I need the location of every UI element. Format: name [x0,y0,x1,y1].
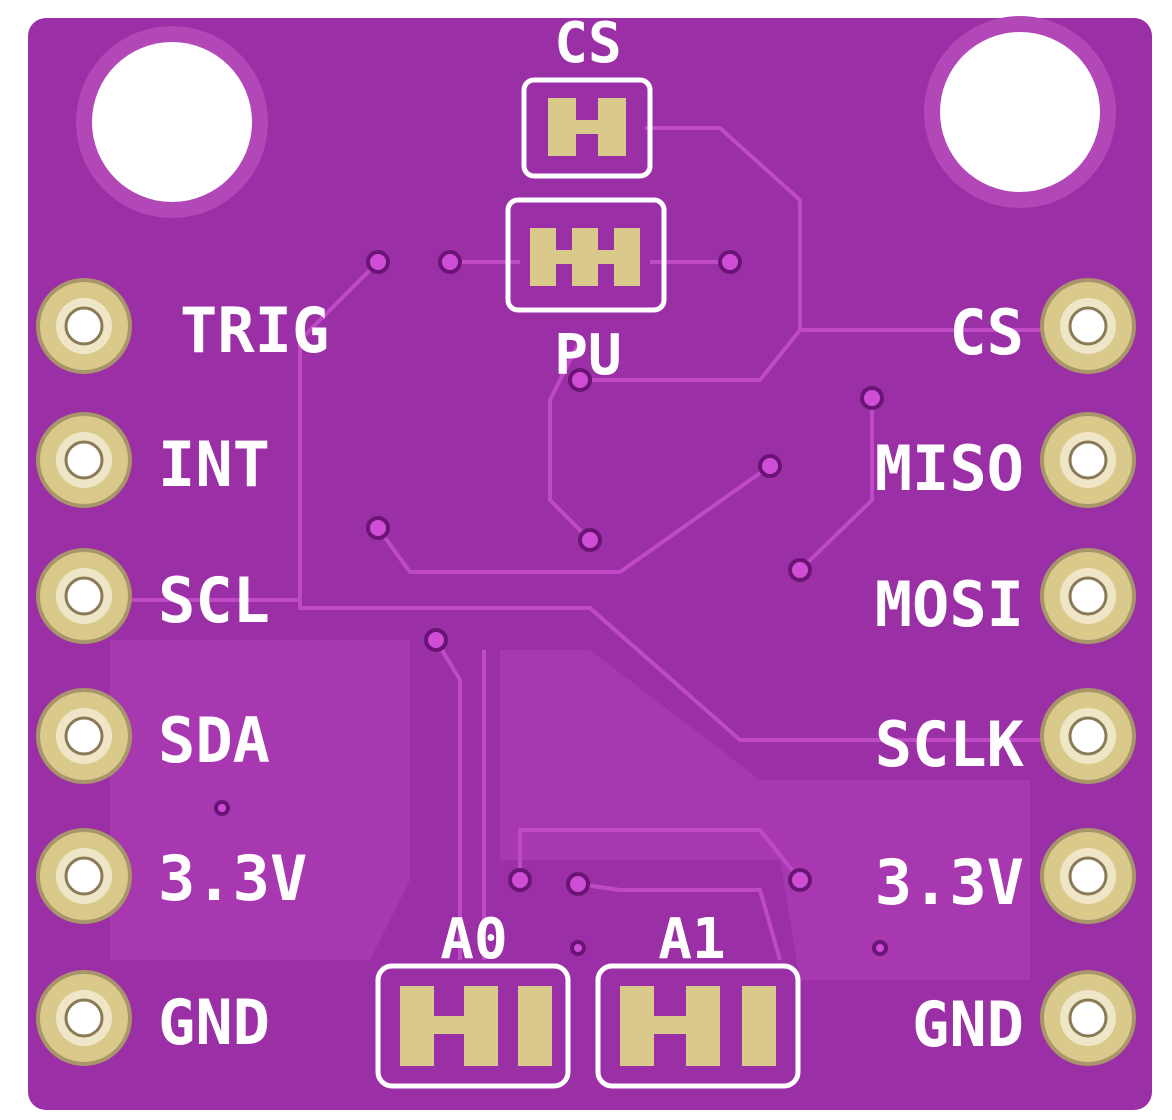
pin-label-3v3-left: 3.3V [158,842,307,915]
pin-label-int: INT [158,428,270,501]
right-pad-gnd[interactable] [1040,970,1136,1066]
cs-jumper[interactable] [521,77,653,179]
left-pad-int[interactable] [36,412,132,508]
pin-label-3v3-right: 3.3V [875,846,1024,919]
left-pad-33v[interactable] [36,828,132,924]
right-pad-mosi[interactable] [1040,548,1136,644]
right-header-pads [1040,278,1136,1066]
pin-label-cs: CS [949,296,1024,369]
left-pad-sda[interactable] [36,688,132,784]
right-pad-33v[interactable] [1040,828,1136,924]
pin-label-scl: SCL [158,564,270,637]
pin-label-sda: SDA [158,704,270,777]
a1-jumper[interactable] [595,963,801,1089]
pin-label-miso: MISO [875,432,1024,505]
pu-jumper[interactable] [505,197,667,313]
mounting-hole-left-inner [92,42,252,202]
jumper-label-a1: A1 [658,907,725,972]
mounting-hole-right-inner [940,32,1100,192]
vias [214,250,888,956]
jumper-label-a0: A0 [440,907,507,972]
copper-traces [130,126,1048,961]
jumper-label-cs: CS [554,11,621,76]
left-pad-scl[interactable] [36,548,132,644]
right-pad-sclk[interactable] [1040,688,1136,784]
right-pad-cs[interactable] [1040,278,1136,374]
right-pad-miso[interactable] [1040,412,1136,508]
a0-jumper[interactable] [375,963,571,1089]
pin-label-gnd-right: GND [912,988,1024,1061]
pin-label-trig: TRIG [180,294,329,367]
left-pad-gnd[interactable] [36,970,132,1066]
jumper-label-pu: PU [554,323,621,388]
pin-label-mosi: MOSI [875,568,1024,641]
left-pad-trig[interactable] [36,278,132,374]
ground-pour-left [110,640,410,960]
ground-pour-right [500,650,1030,980]
pin-label-gnd-left: GND [158,986,270,1059]
pin-label-sclk: SCLK [875,708,1025,781]
left-header-pads [36,278,132,1066]
